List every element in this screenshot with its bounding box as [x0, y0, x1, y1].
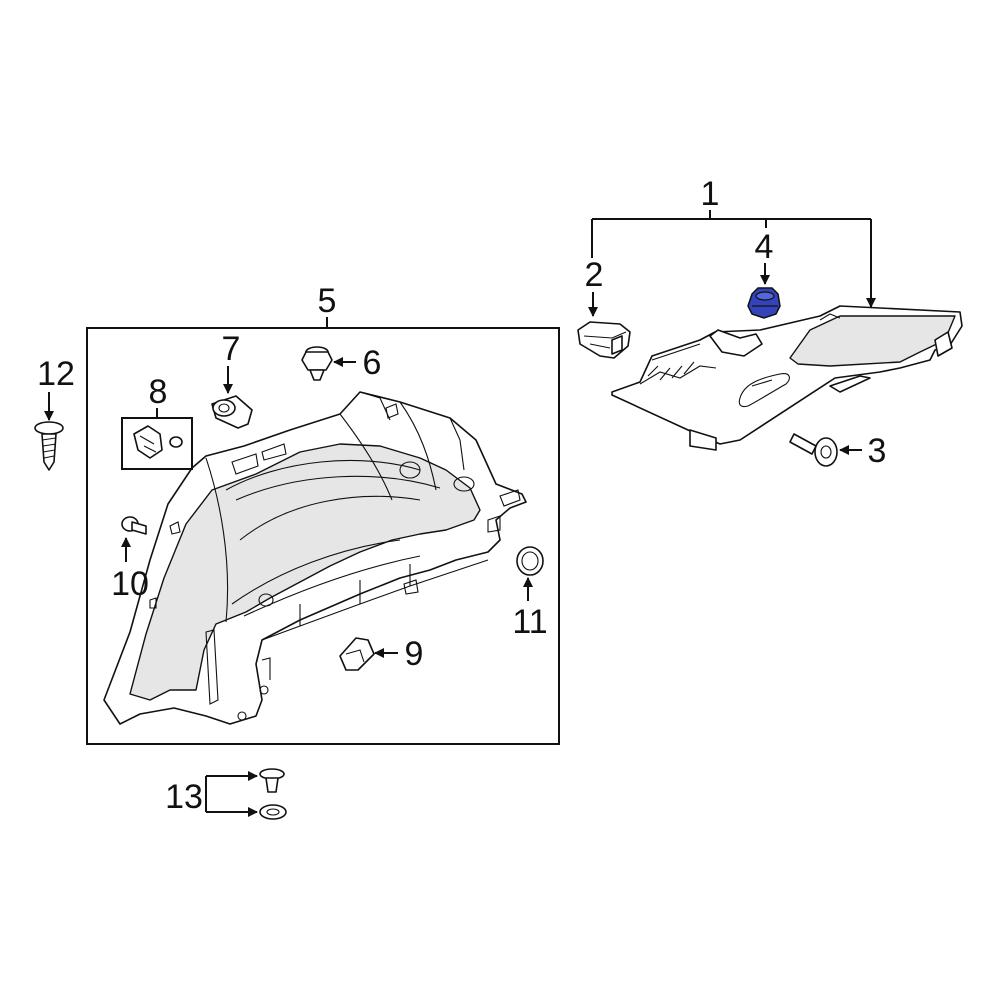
callout-3: 3 [868, 432, 887, 470]
fastener-set-part-13: 13 [165, 768, 287, 820]
seal-ring-part-11: 11 [512, 546, 548, 641]
screw-part-10: 10 [111, 516, 149, 603]
clip-set-part-8: 8 [121, 373, 193, 470]
callout-6: 6 [363, 344, 382, 382]
clip-part-9: 9 [339, 635, 424, 673]
parts-group-box-5 [86, 327, 560, 745]
callout-11: 11 [512, 603, 547, 641]
nut-part-4: 4 [747, 228, 781, 319]
callout-4: 4 [755, 228, 774, 266]
callout-1: 1 [701, 175, 720, 213]
callout-12: 12 [37, 355, 75, 393]
callout-group-1: 1 [591, 175, 876, 308]
trim-panel-part-1 [611, 305, 963, 451]
push-clip-part-6: 6 [301, 344, 382, 382]
callout-2: 2 [585, 256, 604, 294]
callout-5: 5 [318, 282, 337, 320]
callout-9: 9 [405, 635, 424, 673]
callout-13: 13 [165, 778, 203, 816]
quarter-trim-panel-part-5 [103, 391, 527, 725]
callout-10: 10 [111, 565, 149, 603]
screw-part-12: 12 [34, 355, 75, 471]
bolt-part-3: 3 [789, 432, 887, 470]
callout-8: 8 [149, 373, 168, 411]
callout-group-5: 5 [86, 282, 560, 745]
callout-7: 7 [222, 330, 241, 368]
clip-part-2: 2 [577, 256, 631, 359]
grommet-part-7: 7 [211, 330, 253, 429]
